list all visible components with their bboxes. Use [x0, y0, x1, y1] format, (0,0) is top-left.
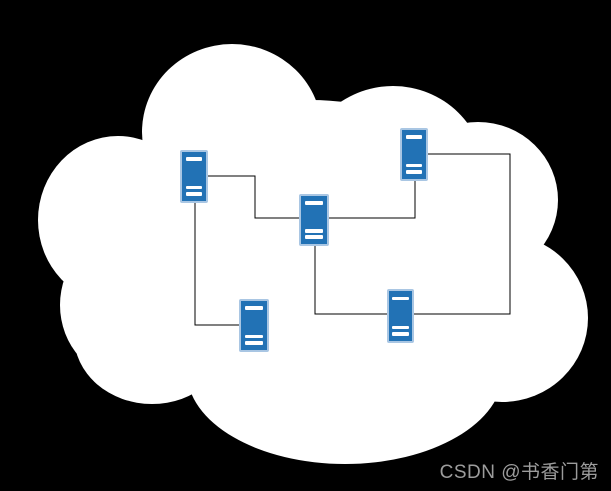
server-node-5[interactable] — [387, 289, 414, 343]
server-stripe — [244, 334, 264, 339]
server-stripe — [185, 185, 203, 190]
server-node-1[interactable] — [180, 150, 208, 203]
server-stripe — [392, 325, 409, 330]
server-stripe — [304, 201, 324, 205]
server-stripe — [405, 135, 423, 140]
server-stripe — [185, 192, 203, 196]
server-stripe — [244, 306, 264, 311]
server-stripe — [304, 229, 324, 233]
server-node-2[interactable] — [400, 128, 428, 181]
server-stripe — [392, 296, 409, 301]
server-node-4[interactable] — [239, 299, 269, 352]
server-stripe — [405, 170, 423, 174]
server-stripe — [304, 235, 324, 239]
connection-line — [329, 181, 416, 219]
server-stripe — [185, 157, 203, 162]
server-stripe — [244, 341, 264, 345]
watermark: CSDN @书香门第 — [439, 462, 599, 483]
server-stripe — [405, 163, 423, 168]
connection-line — [194, 203, 239, 326]
connection-line — [208, 175, 299, 219]
connection-line — [314, 153, 511, 315]
server-node-3[interactable] — [299, 194, 329, 246]
server-stripe — [392, 332, 409, 336]
